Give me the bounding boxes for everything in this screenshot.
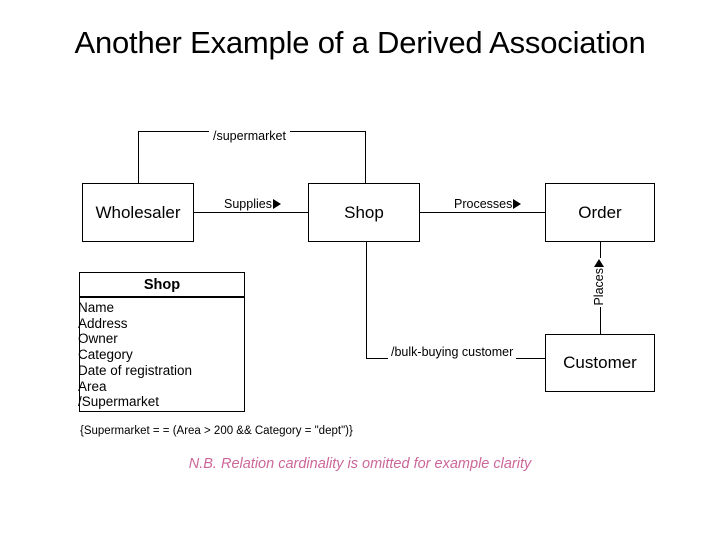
association-label-supplies: Supplies [222,197,283,211]
class-box-shop-label: Shop [344,202,384,222]
constraint-text: {Supermarket = = (Area > 200 && Category… [80,425,353,437]
class-box-shop-detailed-title: Shop [80,273,244,298]
association-line-processes [419,212,546,213]
class-box-order[interactable]: Order [545,183,655,242]
class-box-customer[interactable]: Customer [545,334,655,392]
attribute-item: Category [78,347,133,363]
arrow-right-icon [272,199,281,209]
association-line-supermarket-left [138,131,139,184]
attribute-item: Name [78,300,115,315]
association-label-bulk-buying-customer: /bulk-buying customer [388,345,517,359]
class-box-shop-detailed[interactable]: Shop Name Address Owner Category Date of… [78,272,245,412]
association-label-supermarket: /supermarket [209,129,290,143]
association-label-places-text: Places [592,268,606,306]
page-title: Another Example of a Derived Association [74,25,646,60]
class-box-shop-attribute-list: Name Address Owner Category Date of regi… [78,298,244,410]
association-line-supermarket-right [365,131,366,184]
class-box-wholesaler[interactable]: Wholesaler [82,183,194,242]
attribute-item: Address [78,315,128,331]
association-label-places: Places [592,258,606,307]
attribute-item: Area [78,378,107,394]
association-label-supplies-text: Supplies [224,197,272,211]
attribute-item: Date of registration [78,362,193,378]
arrow-up-icon [594,259,605,267]
class-box-wholesaler-label: Wholesaler [95,202,181,222]
association-label-processes: Processes [452,197,524,211]
attribute-item: Owner [78,331,118,347]
attribute-item: /Supermarket [78,394,160,410]
footnote-text: N.B. Relation cardinality is omitted for… [188,456,532,472]
association-line-bulk-vertical [366,241,367,359]
class-box-order-label: Order [578,202,622,222]
association-line-supplies [193,212,309,213]
association-label-processes-text: Processes [454,197,513,211]
class-box-customer-label: Customer [563,353,637,372]
class-box-shop[interactable]: Shop [308,183,420,242]
arrow-right-icon [513,199,522,209]
